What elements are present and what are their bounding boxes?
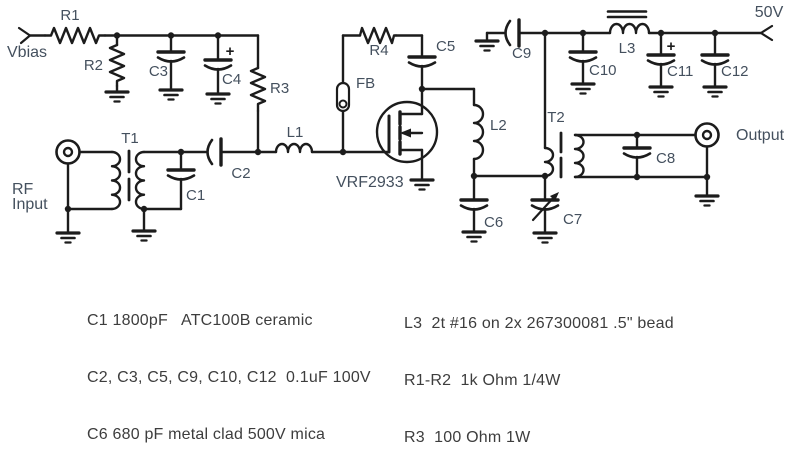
c3-label: C3 — [149, 63, 168, 80]
wires — [28, 31, 763, 235]
c7-label: C7 — [563, 211, 582, 228]
inductor-l3: L3 — [606, 10, 651, 57]
output-label: Output — [736, 127, 785, 144]
transformer-t1: T1 — [110, 130, 146, 211]
r3-label: R3 — [270, 80, 289, 97]
capacitor-c8: C8 — [622, 146, 675, 167]
mosfet-vrf2933: VRF2933 — [336, 100, 439, 191]
t1-secondary-winding — [134, 150, 146, 211]
parts-line-l3: L3 2t #16 on 2x 267300081 .5" bead — [404, 315, 674, 332]
capacitor-c10: C10 — [568, 50, 617, 79]
r2-label: R2 — [84, 57, 103, 74]
t2-secondary-winding — [573, 133, 585, 179]
l2-label: L2 — [490, 117, 507, 134]
supply-50v-terminal: 50V — [755, 4, 784, 42]
capacitor-c11: + C11 — [646, 38, 693, 80]
rf-input-label-line2: Input — [12, 196, 48, 213]
c2-label: C2 — [231, 165, 250, 182]
inductor-l2: L2 — [472, 103, 507, 161]
r4-label: R4 — [369, 42, 388, 59]
vbias-label: Vbias — [7, 44, 47, 61]
resistor-r1: R1 — [43, 7, 107, 45]
resistor-r3: R3 — [249, 66, 289, 113]
capacitor-c7-trimmer: C7 — [530, 192, 582, 228]
parts-line-c6: C6 680 pF metal clad 500V mica — [87, 426, 326, 443]
supply-label: 50V — [755, 4, 784, 21]
c9-label: C9 — [512, 45, 531, 62]
c5-label: C5 — [436, 38, 455, 55]
junction-dots — [64, 29, 719, 213]
c8-label: C8 — [656, 150, 675, 167]
t1-primary-winding — [110, 150, 122, 211]
circuit-schematic: Vbias 50V R1 R2 R3 R4 C3 + C4 C1 C5 C6 — [7, 4, 785, 245]
rf-input-connector: RF Input — [12, 139, 81, 213]
capacitor-c6: C6 — [459, 198, 503, 231]
capacitor-c3: C3 — [149, 50, 186, 80]
l3-label: L3 — [619, 40, 636, 57]
t2-label: T2 — [547, 109, 565, 126]
transformer-t2: T2 — [543, 109, 585, 181]
parts-list-left-column: C1 1800pF ATC100B ceramic C2, C3, C5, C9… — [87, 273, 371, 459]
capacitor-c4: + C4 — [203, 43, 241, 88]
capacitor-c5: C5 — [407, 38, 455, 69]
c11-plus-sign: + — [667, 38, 676, 55]
transistor-label: VRF2933 — [336, 174, 404, 191]
c11-label: C11 — [667, 63, 693, 80]
c4-label: C4 — [222, 71, 241, 88]
c12-label: C12 — [721, 63, 749, 80]
rf-input-label-line1: RF — [12, 181, 34, 198]
c1-label: C1 — [186, 187, 205, 204]
c4-plus-sign: + — [226, 43, 235, 60]
parts-line-c1: C1 1800pF ATC100B ceramic — [87, 312, 313, 329]
mosfet-body-arrow — [400, 128, 411, 138]
capacitor-c9: C9 — [504, 18, 531, 62]
vbias-terminal: Vbias — [7, 26, 47, 61]
parts-list-right-column: L3 2t #16 on 2x 267300081 .5" bead R1-R2… — [404, 276, 680, 459]
capacitor-c2: C2 — [206, 137, 251, 182]
parts-line-r3: R3 100 Ohm 1W — [404, 429, 531, 446]
output-connector: Output — [694, 122, 785, 148]
capacitor-c12: C12 — [700, 53, 749, 80]
c6-label: C6 — [484, 214, 503, 231]
resistor-r2: R2 — [84, 43, 126, 88]
t2-primary-winding — [543, 146, 555, 178]
t1-label: T1 — [121, 130, 139, 147]
fb-label: FB — [356, 75, 375, 92]
parts-line-r1-r2: R1-R2 1k Ohm 1/4W — [404, 372, 561, 389]
resistor-r4: R4 — [358, 26, 398, 59]
c7-trimmer-arrowhead — [550, 192, 559, 201]
r1-label: R1 — [60, 7, 79, 24]
l1-label: L1 — [287, 124, 304, 141]
inductor-l1: L1 — [274, 124, 314, 154]
ferrite-bead-fb: FB — [335, 75, 375, 113]
c10-label: C10 — [589, 62, 617, 79]
parts-line-c2-group: C2, C3, C5, C9, C10, C12 0.1uF 100V — [87, 369, 371, 386]
capacitor-c1: C1 — [166, 168, 205, 204]
